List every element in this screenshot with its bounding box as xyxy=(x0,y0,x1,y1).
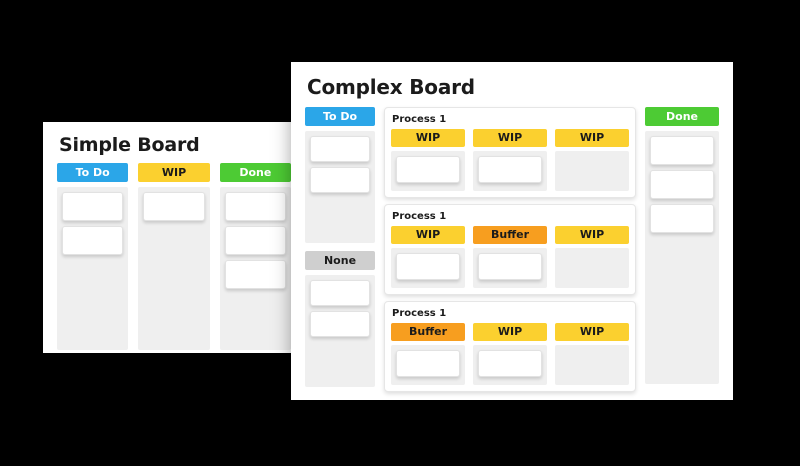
swimlane-0[interactable]: Process 1 WIP WIP WIP xyxy=(384,107,636,198)
swimlane-2-column-0[interactable]: Buffer xyxy=(391,323,465,385)
swimlane-0-column-1[interactable]: WIP xyxy=(473,129,547,191)
column-header[interactable]: None xyxy=(305,251,375,270)
column-header[interactable]: WIP xyxy=(555,226,629,244)
column-header[interactable]: Buffer xyxy=(473,226,547,244)
task-card[interactable] xyxy=(396,350,460,377)
column-card-area[interactable] xyxy=(555,151,629,191)
column-card-area[interactable] xyxy=(305,131,375,243)
column-header[interactable]: WIP xyxy=(138,163,210,182)
task-card[interactable] xyxy=(224,260,286,289)
simple-board-column-1[interactable]: WIP xyxy=(138,163,210,350)
task-card[interactable] xyxy=(224,226,286,255)
task-card[interactable] xyxy=(310,280,370,306)
task-card[interactable] xyxy=(478,156,542,183)
column-header[interactable]: WIP xyxy=(391,226,465,244)
column-card-area[interactable] xyxy=(473,151,547,191)
swimlane-1-column-1[interactable]: Buffer xyxy=(473,226,547,288)
column-card-area[interactable] xyxy=(57,187,129,350)
task-card[interactable] xyxy=(310,167,370,193)
column-header[interactable]: Done xyxy=(645,107,719,126)
task-card[interactable] xyxy=(310,311,370,337)
column-header[interactable]: Done xyxy=(219,163,291,182)
simple-board-column-2[interactable]: Done xyxy=(219,163,291,350)
swimlane-0-column-0[interactable]: WIP xyxy=(391,129,465,191)
simple-board-title: Simple Board xyxy=(59,134,200,156)
complex-left-stack-1: None xyxy=(305,251,375,387)
swimlane-0-column-2[interactable]: WIP xyxy=(555,129,629,191)
column-header[interactable]: WIP xyxy=(473,323,547,341)
task-card[interactable] xyxy=(62,226,124,255)
complex-board-right-columns: Done xyxy=(645,107,719,384)
column-card-area[interactable] xyxy=(645,131,719,384)
swimlane-1-column-2[interactable]: WIP xyxy=(555,226,629,288)
swimlane-columns: WIP Buffer WIP xyxy=(391,226,629,288)
column-header[interactable]: To Do xyxy=(57,163,129,182)
task-card[interactable] xyxy=(396,253,460,280)
task-card[interactable] xyxy=(396,156,460,183)
swimlane-1-column-0[interactable]: WIP xyxy=(391,226,465,288)
swimlane-title: Process 1 xyxy=(392,308,447,319)
task-card[interactable] xyxy=(143,192,205,221)
swimlane-1[interactable]: Process 1 WIP Buffer WIP xyxy=(384,204,636,295)
task-card[interactable] xyxy=(62,192,124,221)
column-card-area[interactable] xyxy=(555,248,629,288)
task-card[interactable] xyxy=(478,253,542,280)
swimlane-columns: WIP WIP WIP xyxy=(391,129,629,191)
swimlane-2[interactable]: Process 1 Buffer WIP WIP xyxy=(384,301,636,392)
simple-board-columns: To Do WIP Done xyxy=(57,163,291,350)
complex-board-left-columns: To Do None xyxy=(305,107,375,387)
swimlane-title: Process 1 xyxy=(392,114,447,125)
column-card-area[interactable] xyxy=(555,345,629,385)
complex-board-body: To Do None Process 1 WIP WIP WIP Process 1 WIP… xyxy=(305,107,719,392)
column-header[interactable]: WIP xyxy=(391,129,465,147)
column-header[interactable]: Buffer xyxy=(391,323,465,341)
column-header[interactable]: WIP xyxy=(555,129,629,147)
column-card-area[interactable] xyxy=(391,151,465,191)
task-card[interactable] xyxy=(650,136,714,165)
swimlane-2-column-2[interactable]: WIP xyxy=(555,323,629,385)
task-card[interactable] xyxy=(650,170,714,199)
simple-board-panel[interactable]: Simple Board To Do WIP Done xyxy=(43,122,305,353)
complex-board-title: Complex Board xyxy=(307,75,475,99)
complex-left-stack-0: To Do xyxy=(305,107,375,243)
simple-board-column-0[interactable]: To Do xyxy=(57,163,129,350)
swimlane-2-column-1[interactable]: WIP xyxy=(473,323,547,385)
swimlane-title: Process 1 xyxy=(392,211,447,222)
column-header[interactable]: To Do xyxy=(305,107,375,126)
task-card[interactable] xyxy=(310,136,370,162)
column-header[interactable]: WIP xyxy=(555,323,629,341)
column-header[interactable]: WIP xyxy=(473,129,547,147)
column-card-area[interactable] xyxy=(391,248,465,288)
swimlane-columns: Buffer WIP WIP xyxy=(391,323,629,385)
task-card[interactable] xyxy=(650,204,714,233)
column-card-area[interactable] xyxy=(305,275,375,387)
column-card-area[interactable] xyxy=(473,345,547,385)
task-card[interactable] xyxy=(478,350,542,377)
column-card-area[interactable] xyxy=(473,248,547,288)
column-card-area[interactable] xyxy=(391,345,465,385)
column-card-area[interactable] xyxy=(219,187,291,350)
column-card-area[interactable] xyxy=(138,187,210,350)
task-card[interactable] xyxy=(224,192,286,221)
